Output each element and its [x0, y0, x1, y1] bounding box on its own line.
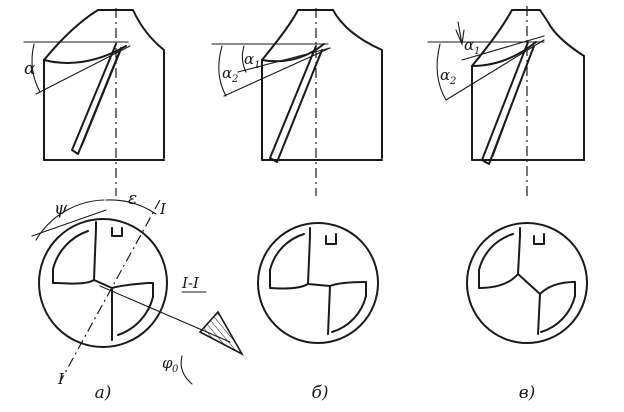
rake-line-c2: [445, 39, 545, 101]
side-view-b: [211, 8, 383, 196]
end-view-c: [466, 222, 588, 344]
label-section-name: I-I: [181, 274, 200, 292]
phi-arc: [180, 355, 193, 385]
label-epsilon: ε: [128, 189, 137, 209]
label-alpha2-b: α: [222, 64, 232, 82]
label-section-bottom: I: [57, 370, 65, 388]
side-view-a: [23, 8, 165, 196]
label-alpha2-sub-b: 2: [231, 74, 238, 85]
label-alpha2-sub-c: 2: [449, 76, 456, 87]
end-view-b: [257, 222, 379, 344]
caption-a: а): [95, 383, 112, 403]
end-view-a: [31, 199, 245, 385]
rake-line-c1: [461, 35, 545, 61]
section-line-I-I: [59, 199, 161, 383]
label-phi0: φ: [162, 354, 173, 372]
alpha2-arc-b: [218, 45, 227, 97]
label-phi0-sub: 0: [172, 364, 179, 375]
label-alpha: α: [24, 59, 36, 79]
caption-b: б): [311, 383, 328, 403]
cross-section-hatched: [198, 310, 245, 356]
alpha-arc: [31, 43, 41, 93]
label-alpha1-sub-c: 1: [474, 46, 480, 57]
label-alpha1-sub-b: 1: [254, 60, 260, 71]
psi-arc: [35, 199, 105, 241]
epsilon-arc: [105, 199, 157, 215]
alpha1-arrow-c: [457, 21, 463, 45]
side-view-c: [427, 6, 585, 196]
label-alpha2-c: α: [440, 66, 450, 84]
alpha2-arc-c: [436, 43, 447, 101]
rake-line-a: [35, 45, 131, 95]
label-psi: ψ: [54, 199, 68, 219]
label-alpha1-c: α: [464, 36, 474, 54]
rake-line-b1: [237, 47, 331, 73]
alpha1-arc-b: [241, 45, 247, 73]
label-section-top: I: [159, 200, 167, 218]
label-alpha1-b: α: [244, 50, 254, 68]
caption-c: в): [519, 383, 536, 403]
